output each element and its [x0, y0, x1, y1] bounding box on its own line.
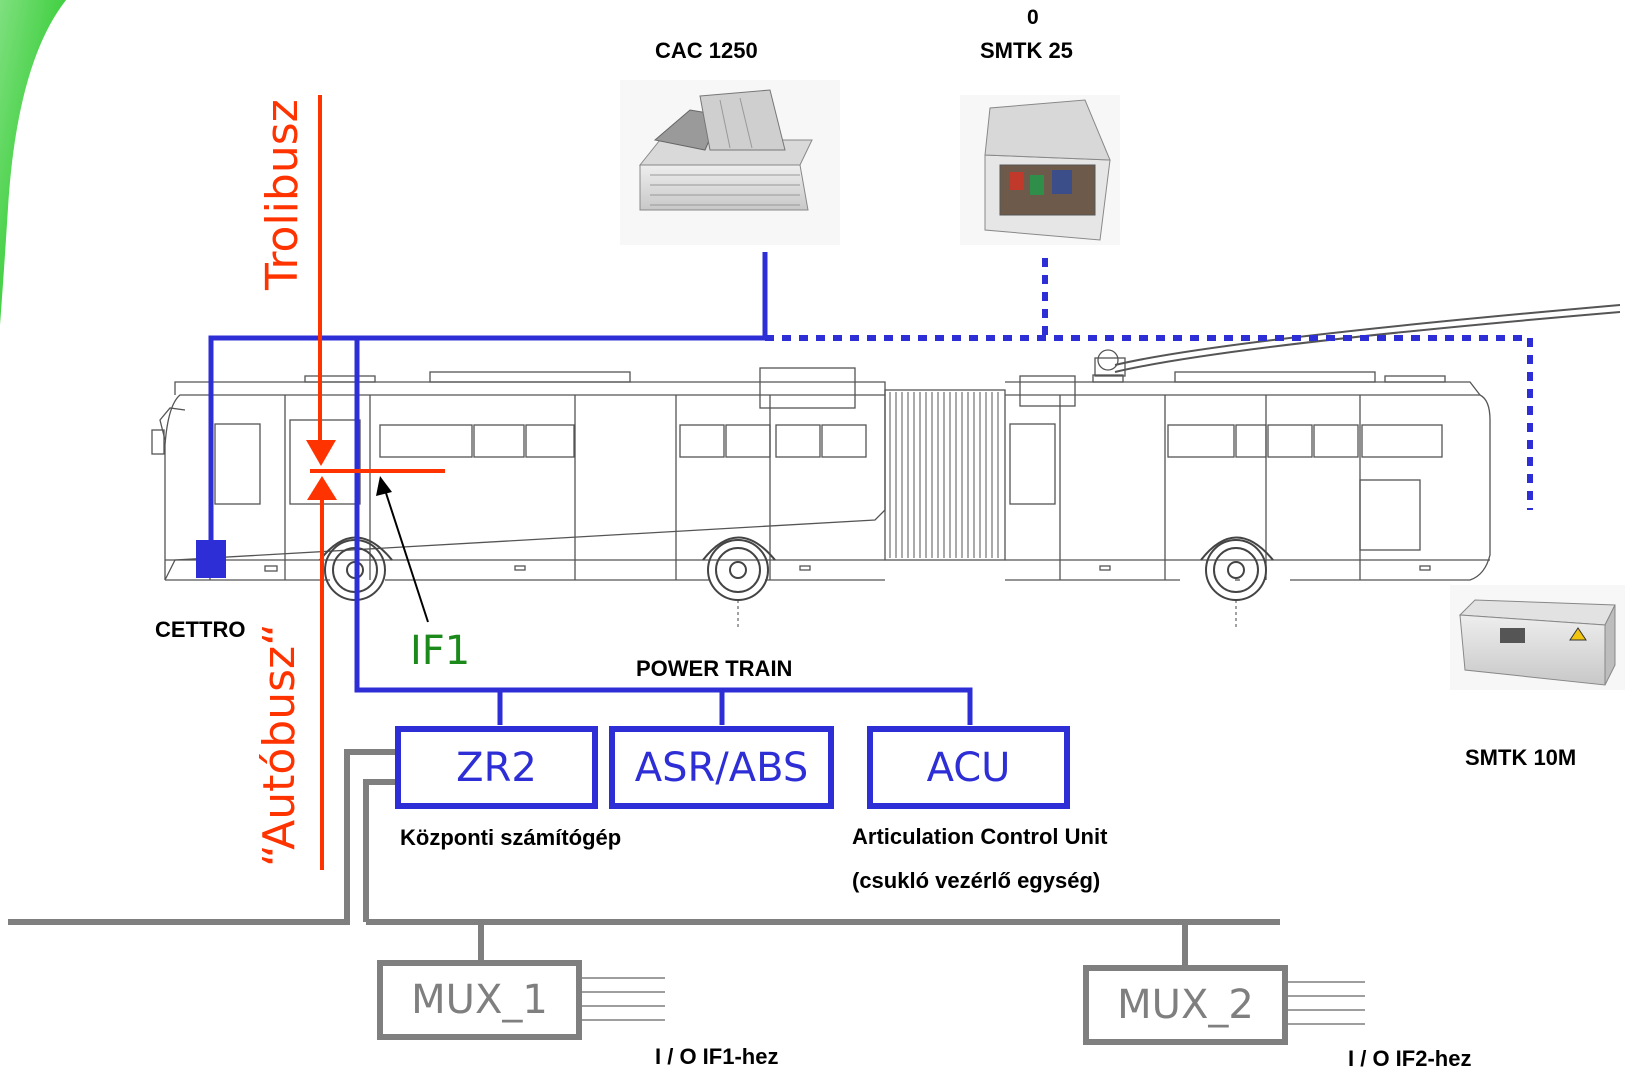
acu-description-1: Articulation Control Unit: [852, 824, 1107, 850]
mux2-box: MUX_2: [1083, 965, 1288, 1045]
red-arrow-up: [307, 476, 337, 500]
bus-outline: [152, 350, 1490, 580]
cettro-label: CETTRO: [155, 617, 245, 643]
dotted-link: [765, 258, 1530, 510]
io-if1-label: I / O IF1-hez: [655, 1044, 778, 1070]
zr2-description: Központi számítógép: [400, 825, 621, 851]
green-corner-decoration: [0, 0, 68, 345]
smtk-10m-label: SMTK 10M: [1465, 745, 1576, 771]
smtk-25-top-label: 0: [1027, 6, 1039, 30]
zr2-box: ZR2: [395, 726, 598, 809]
bus-wheels: [320, 538, 1273, 601]
if1-pointer: [385, 490, 428, 622]
mux2-label: MUX_2: [1117, 982, 1254, 1028]
asr-abs-box: ASR/ABS: [609, 726, 834, 809]
cettro-unit: [196, 540, 226, 578]
acu-box: ACU: [867, 726, 1070, 809]
smtk-10m-photo: [1450, 585, 1625, 690]
mux1-label: MUX_1: [411, 977, 548, 1023]
autobusz-label: “Autóbusz“: [255, 620, 305, 870]
trolibusz-label: Trolibusz: [258, 100, 308, 290]
zr2-label: ZR2: [456, 745, 537, 791]
smtk-25-photo: [960, 95, 1120, 245]
cac-1250-photo: [620, 80, 840, 245]
smtk-25-label: SMTK 25: [980, 38, 1073, 64]
asr-abs-label: ASR/ABS: [635, 745, 809, 791]
io-if2-label: I / O IF2-hez: [1348, 1046, 1471, 1072]
acu-label: ACU: [927, 745, 1011, 791]
mux1-box: MUX_1: [377, 960, 582, 1040]
power-train-label: POWER TRAIN: [636, 656, 792, 682]
red-arrow-down: [306, 440, 336, 466]
acu-description-2: (csukló vezérlő egység): [852, 868, 1100, 894]
cac-1250-label: CAC 1250: [655, 38, 758, 64]
if1-label: IF1: [410, 628, 470, 674]
